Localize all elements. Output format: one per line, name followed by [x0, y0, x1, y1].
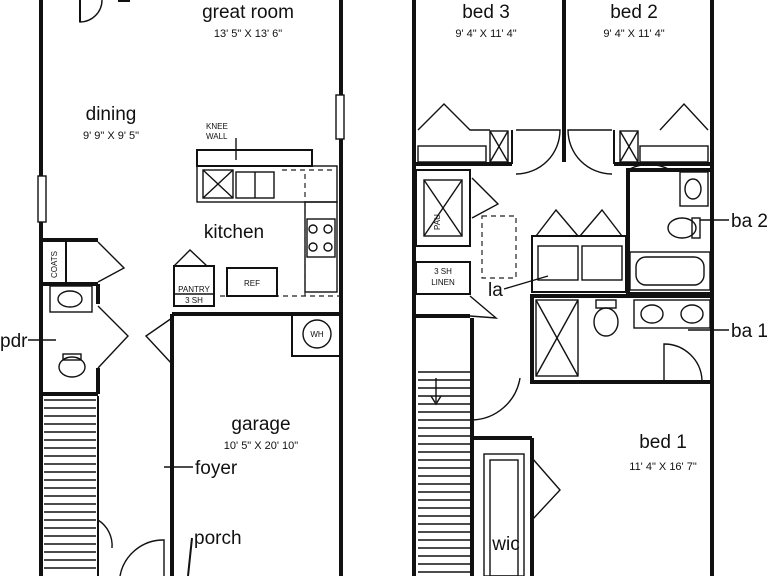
washer — [537, 245, 579, 281]
pantry-shelf-label: 3 SH — [185, 296, 203, 305]
attic-label: PAU — [433, 214, 442, 230]
laundry-closet — [531, 235, 627, 293]
ba1-callout: ba 1 — [731, 321, 768, 342]
pdr-callout: pdr — [0, 331, 28, 352]
bed3-dim: 9' 4" X 11' 4" — [455, 28, 516, 40]
dryer — [581, 245, 623, 281]
bed3-name: bed 3 — [462, 2, 510, 23]
first-floor-stairs — [44, 396, 99, 576]
porch-callout: porch — [194, 528, 242, 549]
bed3-door — [515, 129, 561, 175]
linen-closet — [415, 261, 471, 295]
front-door-swing — [119, 539, 165, 576]
powder-room-vanity — [49, 285, 93, 313]
wh-label: WH — [310, 330, 324, 339]
laundry-door-left — [535, 208, 579, 237]
foyer-callout: foyer — [195, 458, 238, 479]
powder-room-door — [97, 305, 129, 369]
laundry-dryer — [481, 215, 517, 279]
knee-wall-label-2: WALL — [206, 132, 228, 141]
kitchen-counter-upper — [196, 165, 338, 203]
coats-closet-door — [97, 241, 126, 283]
attic-door — [471, 177, 500, 219]
la-leader — [503, 275, 549, 290]
pantry-door — [173, 249, 208, 267]
garage-door — [144, 317, 173, 365]
second-floor-stairs — [418, 318, 521, 576]
linen-shelf-label: 3 SH — [434, 267, 452, 276]
first-floor-plan: great room 13' 5" X 13' 6" dining 9' 9" … — [0, 0, 345, 576]
linen-label: LINEN — [431, 278, 455, 287]
bath1-vanity — [633, 299, 711, 329]
second-floor-plan: bed 3 9' 4" X 11' 4" bed 2 9' 4" X 11' 4… — [412, 0, 768, 576]
bed3-closet-shelf — [417, 145, 487, 163]
bed1-dim: 11' 4" X 16' 7" — [629, 461, 697, 473]
hall-door — [471, 377, 521, 421]
water-heater-closet — [291, 313, 342, 357]
bath1-toilet — [593, 307, 619, 337]
bath1-door — [663, 343, 703, 381]
bath2-tub — [629, 251, 711, 291]
refrigerator — [226, 267, 278, 297]
attic-access — [415, 169, 471, 247]
great-room-name: great room — [202, 2, 294, 23]
linen-door — [469, 295, 499, 319]
wic-name: wic — [491, 534, 519, 555]
powder-room-sink — [57, 290, 83, 308]
water-heater — [302, 319, 332, 349]
bed2-closet-shelf — [639, 145, 709, 163]
bed1-name: bed 1 — [639, 432, 687, 453]
porch-post — [187, 537, 193, 576]
knee-wall — [196, 149, 313, 167]
pantry-label: PANTRY — [178, 285, 210, 294]
bed2-closet-door — [659, 102, 709, 131]
ref-label: REF — [244, 279, 260, 288]
ba2-callout: ba 2 — [731, 211, 768, 232]
bed2-door — [567, 129, 613, 175]
great-room-door-swing — [79, 0, 103, 23]
kitchen-name: kitchen — [204, 222, 264, 243]
bed3-closet-door — [417, 103, 490, 131]
bed2-dim: 9' 4" X 11' 4" — [603, 28, 664, 40]
great-room-window — [335, 94, 345, 140]
dining-name: dining — [86, 104, 137, 125]
bath2-toilet — [667, 217, 697, 239]
la-callout: la — [488, 280, 503, 301]
bed2-name: bed 2 — [610, 2, 658, 23]
bath2-sink — [679, 171, 709, 207]
powder-room-toilet — [58, 356, 86, 378]
dishwasher — [202, 169, 234, 199]
bed2-closet-hvac — [619, 130, 639, 163]
dining-window — [37, 175, 47, 223]
front-door-jamb — [97, 519, 113, 549]
laundry-door-right — [579, 208, 623, 237]
great-room-dim: 13' 5" X 13' 6" — [214, 28, 282, 40]
pantry-closet — [173, 265, 215, 307]
dining-dim: 9' 9" X 9' 5" — [83, 130, 139, 142]
garage-name: garage — [231, 414, 290, 435]
wic-door — [531, 457, 561, 521]
bath1-shower — [535, 299, 579, 377]
bath2-door — [627, 163, 671, 212]
coats-label: COATS — [50, 251, 59, 278]
cooktop — [306, 218, 336, 258]
wic-shelf — [483, 453, 525, 576]
bed3-closet-hvac — [489, 130, 509, 163]
garage-dim: 10' 5" X 20' 10" — [224, 440, 298, 452]
bath1 — [530, 294, 714, 384]
knee-wall-label-1: KNEE — [206, 122, 228, 131]
